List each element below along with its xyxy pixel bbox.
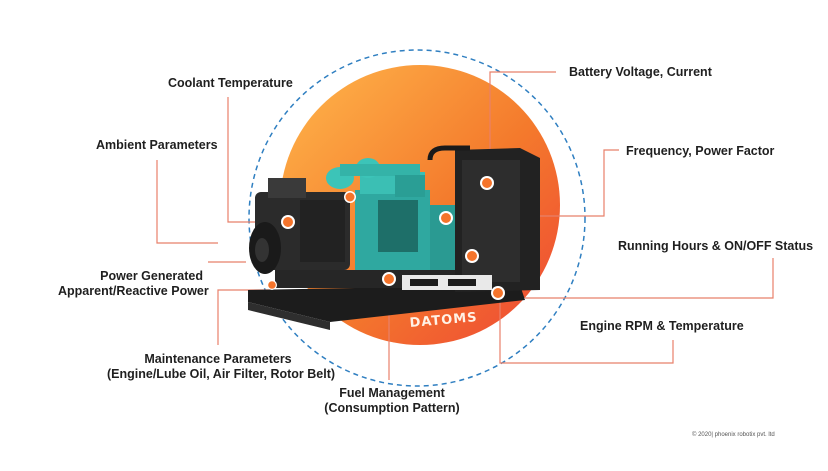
alternator-hub bbox=[255, 238, 269, 262]
connector-engine bbox=[499, 293, 674, 364]
label-battery-voltage: Battery Voltage, Current bbox=[569, 65, 712, 79]
intake-pipe bbox=[340, 164, 420, 176]
label-frequency-power-factor: Frequency, Power Factor bbox=[626, 144, 775, 158]
label-maintenance-parameters: Maintenance Parameters (Engine/Lube Oil,… bbox=[107, 352, 336, 382]
copyright-text: © 2020| phoenix robotix pvt. ltd bbox=[692, 432, 775, 438]
connector-battery bbox=[489, 71, 556, 182]
control-box bbox=[268, 178, 306, 198]
skid-base bbox=[248, 285, 525, 322]
dashed-ring bbox=[248, 49, 586, 387]
connector-running bbox=[525, 258, 774, 299]
brand-text: DATOMS bbox=[409, 310, 478, 331]
label-maintenance-line1: Maintenance Parameters bbox=[144, 352, 292, 366]
orange-dot-icon bbox=[344, 191, 356, 203]
label-fuel-line1: Fuel Management bbox=[339, 386, 445, 400]
label-coolant-temperature: Coolant Temperature bbox=[168, 76, 293, 90]
label-running-hours: Running Hours & ON/OFF Status bbox=[618, 239, 814, 253]
orange-dot-icon bbox=[382, 272, 396, 286]
label-power-line1: Power Generated bbox=[100, 269, 203, 283]
label-fuel-line2: (Consumption Pattern) bbox=[324, 401, 460, 415]
orange-dot-icon bbox=[491, 286, 505, 300]
orange-dot-icon bbox=[439, 211, 453, 225]
orange-dot-icon bbox=[281, 215, 295, 229]
label-power-generated: Power Generated Apparent/Reactive Power bbox=[58, 269, 209, 299]
bottom-slot-1 bbox=[410, 279, 438, 286]
orange-dot-icon bbox=[267, 280, 277, 290]
label-fuel-management: Fuel Management (Consumption Pattern) bbox=[322, 386, 462, 416]
label-power-line2: Apparent/Reactive Power bbox=[58, 284, 209, 298]
bottom-slot-2 bbox=[448, 279, 476, 286]
skid-front bbox=[248, 302, 330, 330]
label-ambient-parameters: Ambient Parameters bbox=[96, 138, 218, 152]
label-maintenance-line2: (Engine/Lube Oil, Air Filter, Rotor Belt… bbox=[107, 367, 336, 381]
engine-dark-panel bbox=[378, 200, 418, 252]
connector-ambient bbox=[156, 160, 218, 244]
alternator-fins bbox=[300, 200, 345, 262]
bottom-panel bbox=[402, 275, 492, 290]
orange-dot-icon bbox=[465, 249, 479, 263]
radiator-pipe bbox=[427, 145, 470, 161]
sensor-markers bbox=[267, 176, 505, 300]
label-engine-rpm: Engine RPM & Temperature bbox=[580, 319, 744, 333]
orange-dot-icon bbox=[480, 176, 494, 190]
pipe-top bbox=[395, 175, 425, 197]
